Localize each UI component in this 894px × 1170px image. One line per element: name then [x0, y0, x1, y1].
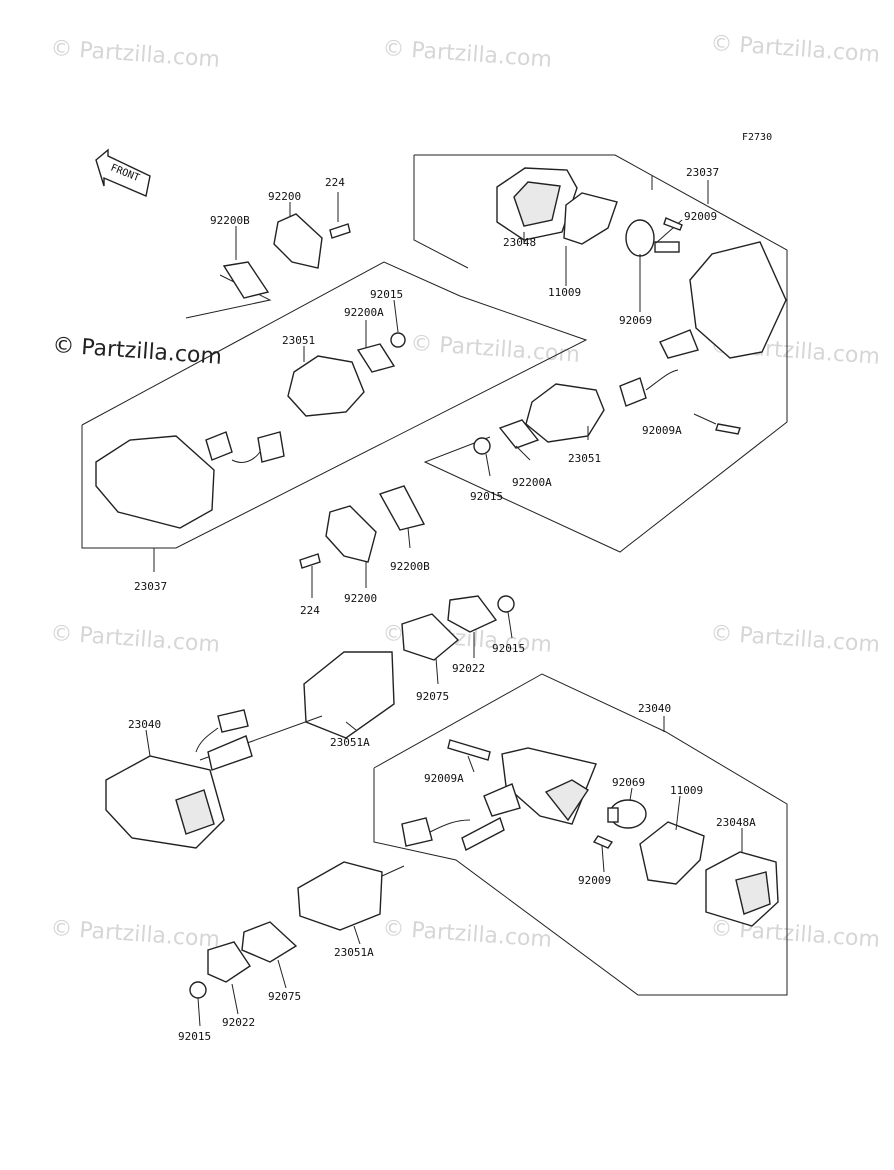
- label-92200B-top: 92200B: [210, 214, 250, 227]
- right-rear-turn-signal: [373, 673, 788, 996]
- lower-mount-parts: [189, 861, 405, 999]
- watermark: © Partzilla.com: [50, 621, 221, 658]
- label-224-top: 224: [325, 176, 345, 189]
- screw-92009: [663, 217, 683, 231]
- label-92075-low: 92075: [416, 690, 449, 703]
- label-23037-left: 23037: [134, 580, 167, 593]
- label-92015-top: 92015: [370, 288, 403, 301]
- plate-92200A-top: [356, 343, 396, 373]
- leader-lines: [145, 176, 743, 1027]
- plate-92022-low: [447, 595, 498, 633]
- watermark: © Partzilla.com: [382, 916, 553, 953]
- label-92200A-top: 92200A: [344, 306, 384, 319]
- label-11009-low: 11009: [670, 784, 703, 797]
- nut-92015-low: [497, 595, 515, 613]
- bolt-224-top: [329, 223, 351, 239]
- bracket-92200-mid: [325, 505, 377, 563]
- label-23051A-top: 23051A: [330, 736, 370, 749]
- label-92022-bottom: 92022: [222, 1016, 255, 1029]
- watermark: © Partzilla.com: [50, 36, 221, 73]
- bolt-224-mid: [299, 553, 321, 569]
- grommet-23051-left: [287, 355, 365, 417]
- housing-23037-right: [689, 241, 787, 359]
- label-92022-low: 92022: [452, 662, 485, 675]
- label-23048A: 23048A: [716, 816, 756, 829]
- right-front-turn-signal: [378, 154, 788, 553]
- label-92069-low: 92069: [612, 776, 645, 789]
- label-23048: 23048: [503, 236, 536, 249]
- bulb-92069: [625, 219, 655, 257]
- plate-92022-bottom: [207, 941, 251, 983]
- mid-brackets: [299, 505, 377, 598]
- gasket-11009-low: [639, 821, 705, 885]
- front-arrow-icon: FRONT: [95, 148, 151, 197]
- label-23051-right: 23051: [568, 452, 601, 465]
- figure-reference: F2730: [742, 132, 772, 143]
- label-23051-left: 23051: [282, 334, 315, 347]
- bushing-23051A-top: [303, 651, 395, 739]
- label-92009-top: 92009: [684, 210, 717, 223]
- left-rear-turn-signal: [105, 595, 515, 849]
- screw-92009-low: [592, 835, 614, 849]
- label-92015-mid: 92015: [470, 490, 503, 503]
- label-92009A-low: 92009A: [424, 772, 464, 785]
- screw-92009A-low: [447, 739, 491, 761]
- label-23040-right: 23040: [638, 702, 671, 715]
- plate-92200B: [378, 485, 426, 531]
- label-92200-mid: 92200: [344, 592, 377, 605]
- label-92015-low: 92015: [492, 642, 525, 655]
- label-92075-bottom: 92075: [268, 990, 301, 1003]
- watermark: © Partzilla.com: [50, 916, 221, 953]
- nut-92015: [473, 437, 491, 455]
- grommet-23051-right: [525, 383, 605, 443]
- watermark: © Partzilla.com: [410, 331, 581, 368]
- bracket-92200-top: [273, 213, 323, 269]
- grommet-92075-bottom: [241, 921, 298, 963]
- housing-23037-left: [95, 435, 215, 529]
- label-92200-top: 92200: [268, 190, 301, 203]
- label-23051A-low: 23051A: [334, 946, 374, 959]
- nut-92015-top: [390, 332, 406, 348]
- watermark: © Partzilla.com: [710, 621, 881, 658]
- label-23040-left: 23040: [128, 718, 161, 731]
- watermark: © Partzilla.com: [710, 31, 881, 68]
- label-92009-low: 92009: [578, 874, 611, 887]
- nut-92015-bottom: [189, 981, 207, 999]
- left-front-turn-signal: [81, 213, 588, 549]
- label-92015-bottom: 92015: [178, 1030, 211, 1043]
- grommet-92075-low: [401, 613, 460, 661]
- label-92009A-top: 92009A: [642, 424, 682, 437]
- gasket-11009: [563, 192, 618, 245]
- label-224-mid: 224: [300, 604, 320, 617]
- plate-92200A: [498, 419, 540, 449]
- screw-92009A: [715, 423, 741, 435]
- bushing-23051A-low: [297, 861, 383, 931]
- watermark: © Partzilla.com: [382, 36, 553, 73]
- label-11009-top: 11009: [548, 286, 581, 299]
- part-labels: 23037 92009 23048 11009 92069 92009A 224…: [128, 166, 756, 1043]
- label-23037-right: 23037: [686, 166, 719, 179]
- watermark-logo: © Partzilla.com: [52, 333, 223, 370]
- label-92069-top: 92069: [619, 314, 652, 327]
- label-92200B-mid: 92200B: [390, 560, 430, 573]
- plate-92200B-top: [222, 261, 270, 299]
- label-92200A-mid: 92200A: [512, 476, 552, 489]
